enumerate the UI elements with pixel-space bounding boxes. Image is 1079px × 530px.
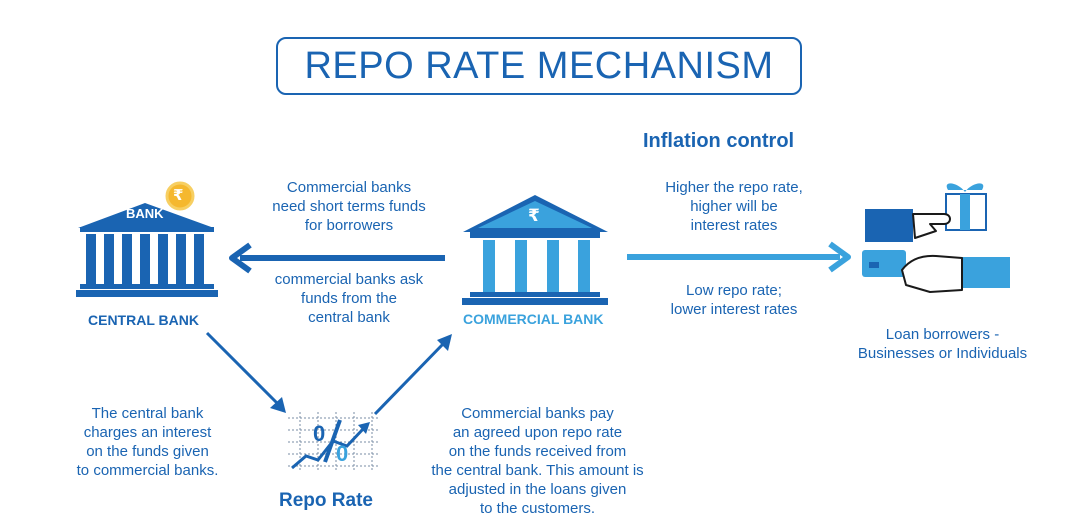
arrow-to-repo-rate <box>205 331 286 413</box>
central-bank-note: The central bank charges an interest on … <box>76 405 219 479</box>
higher-rate-text: Higher the repo rate, higher will be int… <box>665 179 803 234</box>
inflation-heading: Inflation control <box>643 130 795 152</box>
arrow-to-central-bank <box>229 242 445 274</box>
hands-icon <box>862 183 1010 293</box>
commercial-bank-note: Commercial banks pay an agreed upon repo… <box>431 405 644 517</box>
commercial-bank-icon <box>462 195 608 305</box>
repo-rate-label: Repo Rate <box>279 490 373 511</box>
central-bank-icon <box>76 203 218 297</box>
commercial-bank-label: COMMERCIAL BANK <box>463 311 604 327</box>
bank-sign: BANK <box>126 206 164 221</box>
arrow-to-commercial-bank <box>373 334 452 416</box>
arrow-to-borrowers <box>627 241 851 273</box>
repo-digit-b: 0 <box>336 441 349 466</box>
rupee-roof-symbol: ₹ <box>528 206 540 225</box>
rupee-symbol: ₹ <box>173 187 184 204</box>
rupee-coin-icon <box>165 181 195 211</box>
central-bank-label: CENTRAL BANK <box>88 312 199 328</box>
repo-rate-icon <box>288 412 378 472</box>
need-funds-text: Commercial banks need short terms funds … <box>272 179 426 234</box>
low-rate-text: Low repo rate; lower interest rates <box>670 282 798 318</box>
borrowers-label: Loan borrowers - Businesses or Individua… <box>857 326 1028 362</box>
page-title: REPO RATE MECHANISM <box>276 37 802 95</box>
repo-digit-a: 0 <box>313 421 326 446</box>
ask-funds-text: commercial banks ask funds from the cent… <box>274 271 424 326</box>
